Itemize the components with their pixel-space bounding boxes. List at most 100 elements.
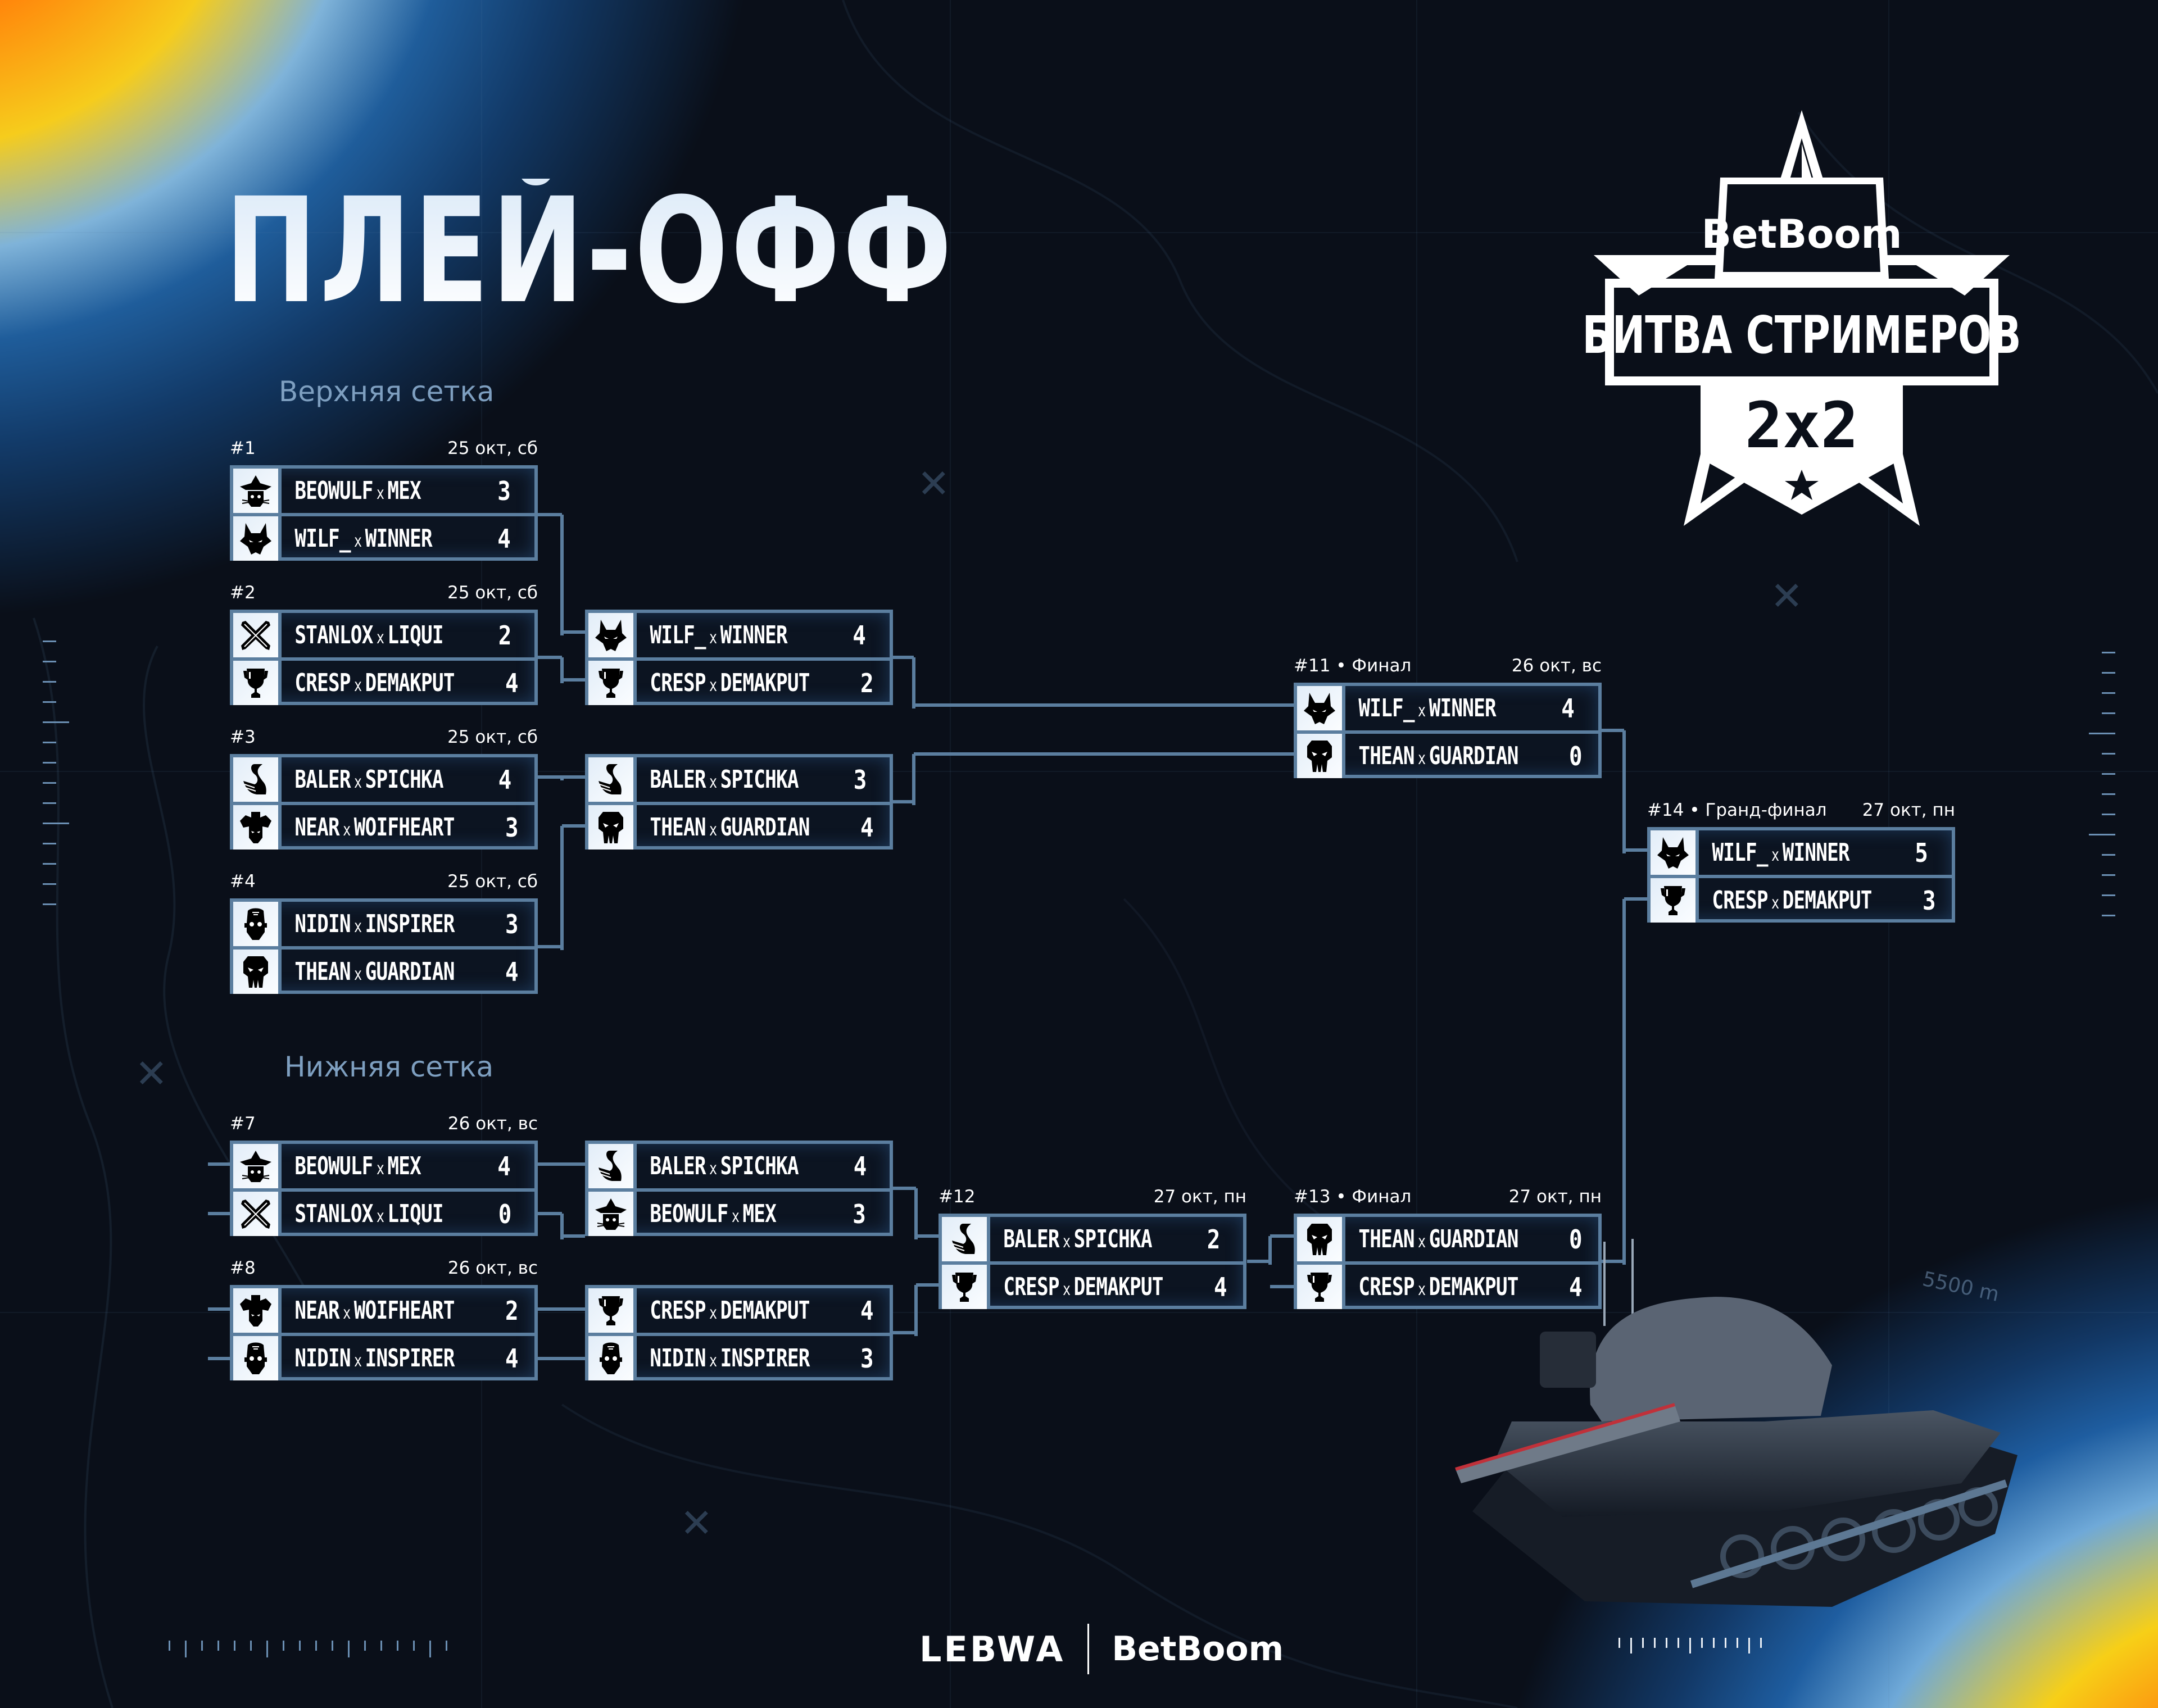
scale-tick [266,1641,268,1657]
player-two: WINNER [1782,838,1850,867]
connector-line [538,1162,562,1166]
team-icon-cell [233,902,282,946]
team-score: 0 [1569,1224,1583,1255]
tank-image [1455,1239,2018,1607]
player-one: BALER [1003,1225,1059,1253]
team-separator: x [354,1351,362,1371]
bearded-man-icon [244,1342,267,1374]
team-icon-cell [233,661,282,705]
team-separator: x [376,484,384,503]
match-stage: Финал [1352,1187,1412,1207]
player-one: NIDIN [294,1344,351,1373]
team-separator: x [1418,701,1426,721]
scale-tick [43,762,56,764]
crossed-swords-icon [241,620,270,650]
swan-icon [599,1150,622,1181]
scale-tick [185,1641,187,1657]
player-one: CRESP [1358,1273,1415,1301]
team-separator: x [343,820,351,840]
grid-line [481,0,482,1708]
team-icon-cell [1651,878,1699,923]
player-two: SPICHKA [720,765,799,794]
player-two: DEMAKPUT [365,669,455,697]
match-number: #1 [230,438,256,458]
team-score: 4 [1561,693,1575,724]
team-icon-cell [588,1336,637,1380]
team-separator: x [709,628,717,648]
connector-line [560,777,564,780]
scale-tick [1737,1638,1738,1648]
team-separator: x [1771,846,1779,865]
bullet-separator: • [1330,656,1352,676]
team-score: 4 [505,956,519,987]
team-score: 2 [860,667,874,698]
scale-tick [2102,652,2115,653]
team-separator: x [376,628,384,648]
match-date: 25 окт, сб [447,871,538,892]
logo-format: 2x2 [1745,389,1858,462]
trophy-icon [952,1272,977,1302]
connector-line [892,1331,916,1334]
team-score: 4 [860,1295,874,1326]
team-icon-cell [1651,830,1699,875]
upper-bracket-heading: Верхняя сетка [279,375,495,408]
player-one: NIDIN [294,910,351,938]
team-icon-cell [1297,1265,1345,1309]
team-score: 0 [498,1198,512,1229]
team-icon-cell [233,1288,282,1333]
scale-tick [43,863,56,865]
betboom-logo: BetBoom [1112,1629,1284,1669]
team-icon-cell [942,1265,990,1309]
skull-icon [1307,740,1332,772]
swan-icon [243,764,266,794]
